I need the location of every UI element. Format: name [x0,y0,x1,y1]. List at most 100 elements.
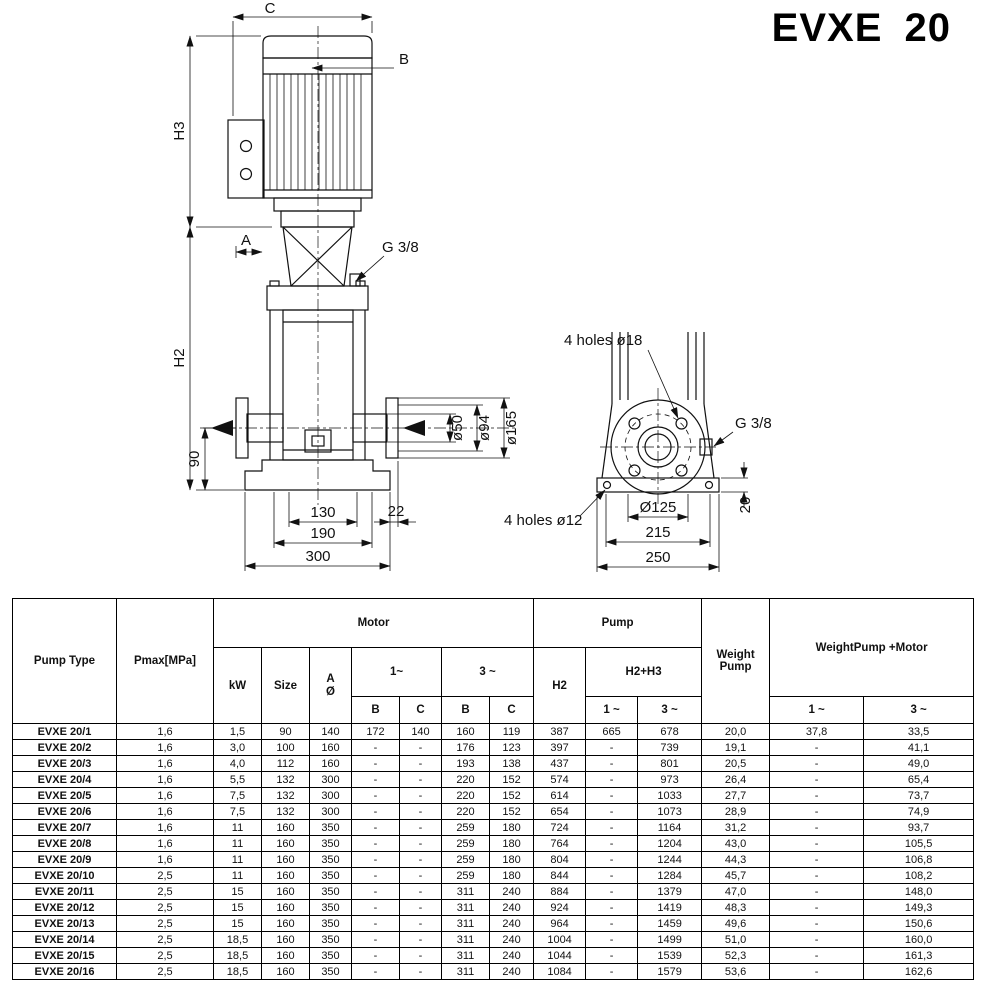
cell-h2h3-3ph: 1204 [637,835,703,852]
cell-pmax: 1,6 [116,787,214,804]
cell-pmax: 1,6 [116,819,214,836]
dim-20-label: 20 [737,497,754,514]
cell-h2: 764 [533,835,587,852]
cell-pump-type: EVXE 20/3 [12,755,117,772]
cell-weight-1ph: 37,8 [769,723,865,740]
col-header-weight-pump: Weight Pump [701,598,771,724]
cell-a-dia: 350 [309,883,352,900]
cell-a-dia: 350 [309,947,352,964]
cell-h2h3-1ph: - [585,771,639,788]
cell-h2h3-3ph: 1164 [637,819,703,836]
dim-d94-label: ø94 [476,415,493,441]
col-header-c-1ph: C [399,696,442,724]
cell-weight-pump: 47,0 [701,883,771,900]
cell-h2h3-1ph: - [585,787,639,804]
cell-a-dia: 350 [309,867,352,884]
table-row: EVXE 20/12 2,5 15 160 350 - - 311 240 92… [12,899,975,916]
cell-h2h3-3ph: 1033 [637,787,703,804]
cell-c-3ph: 138 [488,755,535,772]
label-g38-front: G 3/8 [735,415,772,432]
cell-size: 160 [261,819,310,836]
col-header-c-3ph: C [488,696,535,724]
cell-weight-3ph: 161,3 [863,947,975,964]
cell-b-3ph: 220 [441,771,490,788]
cell-b-1ph: - [351,803,400,820]
cell-size: 160 [261,931,310,948]
cell-b-3ph: 160 [441,723,490,740]
col-header-a: A [326,672,335,685]
cell-weight-pump: 31,2 [701,819,771,836]
table-row: EVXE 20/1 1,6 1,5 90 140 172 140 160 119… [12,723,975,740]
cell-weight-1ph: - [769,963,865,980]
table-row: EVXE 20/14 2,5 18,5 160 350 - - 311 240 … [12,931,975,948]
cell-weight-pump: 44,3 [701,851,771,868]
cell-h2h3-3ph: 739 [637,739,703,756]
cell-b-1ph: 172 [351,723,400,740]
cell-c-1ph: - [399,787,442,804]
cell-c-3ph: 180 [488,851,535,868]
dim-h2-label: H2 [171,348,188,367]
cell-size: 160 [261,899,310,916]
table-row: EVXE 20/2 1,6 3,0 100 160 - - 176 123 39… [12,739,975,756]
cell-a-dia: 300 [309,787,352,804]
cell-h2h3-3ph: 1499 [637,931,703,948]
cell-b-3ph: 220 [441,803,490,820]
cell-h2h3-3ph: 973 [637,771,703,788]
cell-h2h3-1ph: - [585,819,639,836]
cell-c-1ph: - [399,755,442,772]
cell-pmax: 1,6 [116,723,214,740]
cell-b-1ph: - [351,739,400,756]
cell-weight-1ph: - [769,739,865,756]
cell-pmax: 2,5 [116,963,214,980]
table-row: EVXE 20/10 2,5 11 160 350 - - 259 180 84… [12,867,975,884]
cell-c-3ph: 240 [488,963,535,980]
cell-weight-pump: 45,7 [701,867,771,884]
cell-pump-type: EVXE 20/2 [12,739,117,756]
dim-d50-label: ø50 [449,415,466,441]
cell-a-dia: 350 [309,915,352,932]
cell-h2: 1084 [533,963,587,980]
dim-22-label: 22 [388,503,405,520]
cell-c-1ph: - [399,915,442,932]
dim-90-label: 90 [186,451,203,468]
cell-h2: 614 [533,787,587,804]
cell-c-3ph: 240 [488,915,535,932]
cell-b-1ph: - [351,819,400,836]
col-header-b-3ph: B [441,696,490,724]
cell-pump-type: EVXE 20/7 [12,819,117,836]
cell-c-1ph: - [399,947,442,964]
cell-c-1ph: - [399,771,442,788]
cell-weight-3ph: 149,3 [863,899,975,916]
cell-h2: 437 [533,755,587,772]
dim-a-label: A [241,232,251,249]
cell-size: 160 [261,835,310,852]
cell-size: 160 [261,883,310,900]
cell-kw: 7,5 [213,803,262,820]
flow-arrow-right-icon [403,420,425,436]
cell-kw: 15 [213,883,262,900]
table-row: EVXE 20/5 1,6 7,5 132 300 - - 220 152 61… [12,787,975,804]
cell-weight-1ph: - [769,947,865,964]
cell-b-3ph: 311 [441,947,490,964]
cell-h2h3-3ph: 1284 [637,867,703,884]
cell-h2h3-1ph: - [585,739,639,756]
cell-h2h3-1ph: - [585,755,639,772]
col-header-a-dia: A Ø [309,647,352,724]
cell-a-dia: 160 [309,739,352,756]
cell-c-1ph: - [399,851,442,868]
cell-h2h3-1ph: - [585,931,639,948]
cell-size: 132 [261,787,310,804]
col-header-kw: kW [213,647,262,724]
cell-pump-type: EVXE 20/12 [12,899,117,916]
cell-c-3ph: 119 [488,723,535,740]
cell-h2h3-1ph: - [585,803,639,820]
cell-h2h3-3ph: 801 [637,755,703,772]
group-header-motor-1ph: 1~ [351,647,442,697]
cell-h2h3-1ph: - [585,883,639,900]
cell-kw: 1,5 [213,723,262,740]
cell-h2: 574 [533,771,587,788]
table-row: EVXE 20/3 1,6 4,0 112 160 - - 193 138 43… [12,755,975,772]
cell-h2h3-1ph: - [585,899,639,916]
cell-h2: 387 [533,723,587,740]
